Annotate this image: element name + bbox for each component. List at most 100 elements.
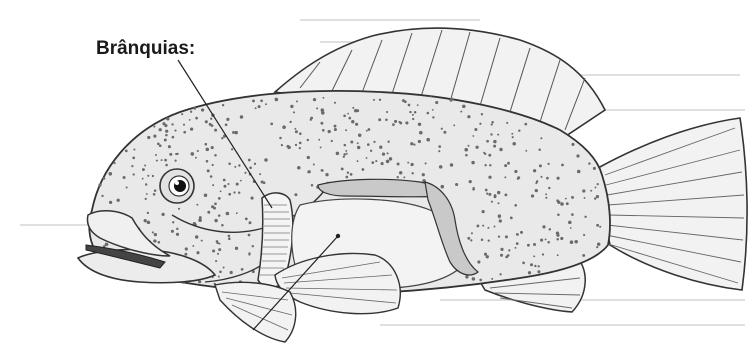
body-spot — [491, 278, 493, 280]
body-spot — [218, 248, 221, 251]
body-spot — [234, 131, 237, 134]
body-spot — [439, 165, 443, 169]
body-spot — [399, 171, 402, 174]
body-spot — [517, 178, 519, 180]
body-spot — [404, 100, 407, 103]
body-spot — [165, 134, 168, 137]
body-spot — [430, 96, 432, 98]
body-spot — [520, 231, 523, 234]
body-spot — [178, 208, 180, 210]
body-spot — [318, 139, 320, 141]
body-spot — [144, 165, 146, 167]
body-spot — [548, 187, 550, 189]
body-spot — [207, 169, 210, 172]
body-spot — [435, 101, 438, 104]
body-spot — [533, 243, 536, 246]
body-spot — [316, 107, 318, 109]
body-spot — [500, 254, 503, 257]
body-spot — [106, 243, 109, 246]
body-spot — [192, 245, 194, 247]
body-spot — [438, 145, 441, 148]
body-spot — [475, 146, 478, 149]
body-spot — [296, 100, 298, 102]
body-spot — [485, 189, 488, 192]
body-spot — [205, 143, 208, 146]
body-spot — [161, 159, 163, 161]
body-spot — [419, 131, 423, 135]
body-spot — [499, 219, 502, 222]
body-spot — [147, 212, 149, 214]
body-spot — [126, 186, 128, 188]
body-spot — [571, 143, 574, 146]
body-spot — [373, 141, 375, 143]
body-spot — [488, 176, 491, 179]
body-spot — [556, 234, 559, 237]
body-spot — [307, 171, 309, 173]
body-spot — [385, 119, 388, 122]
body-spot — [405, 121, 408, 124]
body-spot — [322, 129, 325, 132]
body-spot — [154, 233, 157, 236]
body-spot — [518, 129, 520, 131]
body-spot — [392, 123, 395, 126]
body-spot — [367, 143, 370, 146]
body-spot — [368, 128, 371, 131]
body-spot — [346, 153, 348, 155]
body-spot — [235, 247, 238, 250]
body-spot — [549, 228, 551, 230]
body-spot — [171, 230, 174, 233]
body-spot — [334, 128, 337, 131]
body-spot — [379, 146, 382, 149]
body-spot — [387, 141, 389, 143]
body-spot — [536, 180, 539, 183]
body-spot — [252, 245, 254, 247]
body-spot — [378, 118, 381, 121]
body-spot — [557, 254, 559, 256]
body-spot — [199, 216, 202, 219]
body-spot — [358, 133, 361, 136]
body-spot — [486, 255, 489, 258]
body-spot — [510, 217, 513, 220]
body-spot — [570, 227, 572, 229]
body-spot — [218, 276, 220, 278]
body-spot — [123, 176, 126, 179]
body-spot — [228, 235, 231, 238]
body-spot — [403, 176, 405, 178]
body-spot — [597, 183, 599, 185]
body-spot — [465, 154, 468, 157]
body-spot — [590, 190, 592, 192]
body-spot — [101, 195, 103, 197]
body-spot — [322, 170, 324, 172]
body-spot — [125, 150, 128, 153]
body-spot — [482, 210, 485, 213]
body-spot — [471, 161, 474, 164]
body-spot — [355, 123, 358, 126]
body-spot — [484, 253, 487, 256]
body-spot — [206, 148, 210, 152]
body-spot — [156, 160, 158, 162]
body-spot — [345, 150, 347, 152]
body-spot — [488, 193, 491, 196]
body-spot — [407, 162, 409, 164]
body-spot — [560, 202, 564, 206]
body-spot — [176, 233, 179, 236]
body-spot — [147, 221, 151, 225]
body-spot — [545, 193, 547, 195]
body-spot — [460, 111, 462, 113]
body-spot — [486, 192, 488, 194]
body-spot — [594, 197, 596, 199]
body-spot — [351, 120, 354, 123]
body-spot — [307, 139, 309, 141]
body-spot — [515, 247, 517, 249]
body-spot — [497, 191, 500, 194]
body-spot — [164, 139, 167, 142]
body-spot — [228, 162, 231, 165]
body-spot — [205, 120, 208, 123]
body-spot — [599, 226, 601, 228]
body-spot — [230, 271, 233, 274]
body-spot — [142, 168, 145, 171]
body-spot — [545, 238, 547, 240]
body-spot — [341, 167, 344, 170]
body-spot — [533, 255, 535, 257]
body-spot — [411, 172, 413, 174]
